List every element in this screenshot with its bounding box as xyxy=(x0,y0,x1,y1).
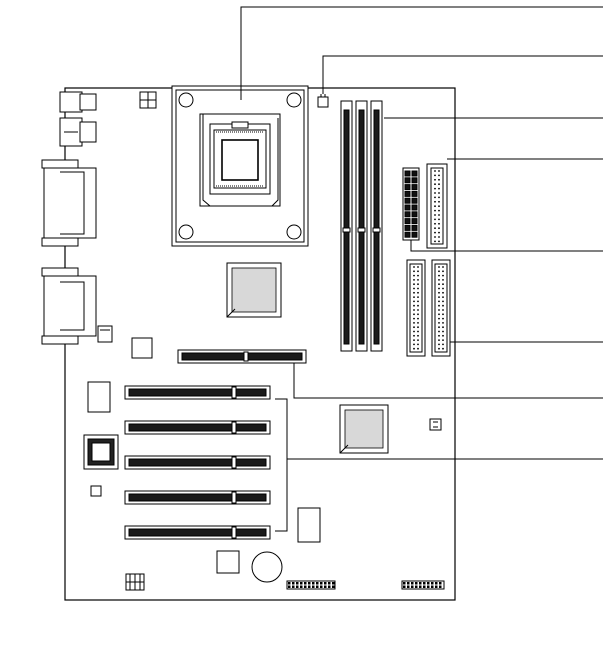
pin-header xyxy=(286,580,336,590)
callout-line xyxy=(322,55,603,94)
atx-power-connector xyxy=(402,167,420,241)
pci-slots xyxy=(124,385,271,540)
cpu-socket xyxy=(171,85,309,247)
callout-leader-lines xyxy=(240,6,603,532)
small-component xyxy=(90,485,102,497)
callout-line xyxy=(240,6,603,100)
back-panel-serial-port xyxy=(41,267,97,345)
pci-slot xyxy=(124,420,271,435)
dimm-slot xyxy=(340,100,353,352)
pci-slot xyxy=(124,525,271,540)
dimm-slot xyxy=(370,100,383,352)
ide-connector xyxy=(406,259,426,357)
system-fan-header xyxy=(429,418,442,431)
dimm-slot xyxy=(355,100,368,352)
ide-connectors xyxy=(406,259,451,357)
bios-plcc-chip xyxy=(83,434,119,470)
callout-line xyxy=(410,240,603,252)
callout-line xyxy=(275,398,603,532)
back-panel-usb-ports xyxy=(59,91,97,147)
ide-connector xyxy=(431,259,451,357)
pci-slot xyxy=(124,385,271,400)
callout-line xyxy=(293,363,603,399)
bottom-pin-headers xyxy=(286,580,445,590)
back-panel-parallel-port xyxy=(41,159,97,247)
dimm-slots xyxy=(340,100,383,352)
floppy-connector xyxy=(426,163,448,249)
small-chip-square xyxy=(131,337,153,359)
southbridge-chip xyxy=(339,404,389,454)
agp-slot xyxy=(177,349,307,364)
cmos-battery xyxy=(251,551,283,583)
io-chip xyxy=(297,507,321,543)
cd-in-connector xyxy=(97,325,113,343)
clock-chip xyxy=(216,550,240,574)
cpu-fan-header xyxy=(317,94,329,108)
atx-12v-connector xyxy=(139,91,157,109)
pci-slot xyxy=(124,455,271,470)
audio-codec-chip xyxy=(87,381,111,413)
pin-header xyxy=(401,580,445,590)
front-usb-header xyxy=(125,573,145,591)
pci-slot xyxy=(124,490,271,505)
northbridge-chip xyxy=(226,262,282,318)
